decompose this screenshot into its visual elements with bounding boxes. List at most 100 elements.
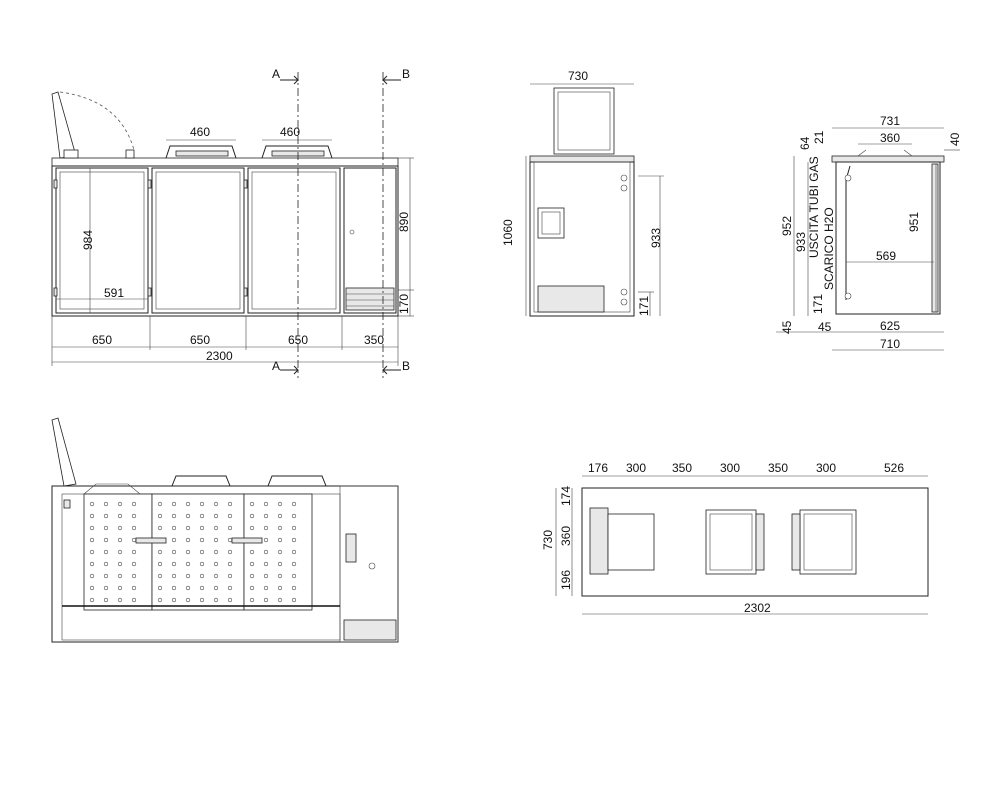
perforation-hole: [213, 573, 219, 579]
perforation-hole: [277, 549, 283, 555]
perforation-hole: [103, 537, 109, 543]
perforation-hole: [117, 513, 123, 519]
open-lid: [51, 91, 77, 159]
perforation-hole: [171, 597, 177, 603]
section-a-view: 730 1060 933 171: [501, 69, 664, 317]
perforation-hole: [213, 549, 219, 555]
perforation-hole: [263, 597, 269, 603]
perforation-hole: [213, 513, 219, 519]
perforation-hole: [131, 537, 137, 543]
control-box: [345, 533, 357, 563]
perforation-hole: [117, 585, 123, 591]
section-a-drawer: [537, 285, 605, 313]
plan-dim-top-6: 300: [816, 461, 836, 475]
perforation-hole: [117, 561, 123, 567]
plan-view: 176 300 350 300 350 300 526 730 174 360 …: [541, 461, 929, 615]
dim-height-base: 170: [397, 294, 411, 314]
perforation-hole: [277, 585, 283, 591]
plan-dim-left-total: 730: [541, 530, 555, 550]
perforation-hole: [227, 537, 233, 543]
perforation-hole: [213, 561, 219, 567]
perforation-hole: [291, 525, 297, 531]
top-hatch-2: [261, 145, 333, 159]
sec-b-dim-952: 952: [780, 216, 794, 236]
plan-dim-top-2: 300: [626, 461, 646, 475]
perforation-hole: [131, 597, 137, 603]
perforation-hole: [171, 513, 177, 519]
perforation-hole: [89, 549, 95, 555]
perforation-hole: [199, 573, 205, 579]
perforation-hole: [89, 561, 95, 567]
section-label-a-bottom: A: [272, 359, 280, 373]
perforation-hole: [263, 573, 269, 579]
plan-dim-top-4: 300: [720, 461, 740, 475]
perforation-hole: [249, 597, 255, 603]
perforation-hole: [103, 561, 109, 567]
section-b-top: [831, 155, 945, 163]
perforation-hole: [131, 561, 137, 567]
perforation-hole: [263, 525, 269, 531]
perforation-hole: [249, 561, 255, 567]
plan-dim-top-7: 526: [884, 461, 904, 475]
plan-cutout-2: [705, 509, 757, 575]
perforation-hole: [157, 549, 163, 555]
top-hatch-1: [165, 145, 237, 159]
perforation-hole: [103, 573, 109, 579]
perforation-hole: [157, 525, 163, 531]
perforation-hole: [185, 573, 191, 579]
plan-dim-left-196: 196: [559, 570, 573, 590]
perforation-hole: [171, 573, 177, 579]
plan-outline: [581, 487, 929, 597]
section-b-body: [835, 161, 941, 315]
front-top-slab: [51, 157, 399, 167]
perforation-hole: [171, 501, 177, 507]
perforation-hole: [131, 501, 137, 507]
perforation-hole: [227, 549, 233, 555]
perforation-hole: [227, 501, 233, 507]
perforation-hole: [103, 549, 109, 555]
perforation-hole: [131, 525, 137, 531]
perforation-hole: [213, 597, 219, 603]
sec-b-dim-top-inner: 360: [880, 131, 900, 145]
perforation-hole: [131, 585, 137, 591]
door-panel-2: [151, 167, 245, 314]
door-panel-3: [247, 167, 341, 314]
perforation-hole: [291, 573, 297, 579]
perforation-hole: [157, 561, 163, 567]
perforation-hole: [185, 525, 191, 531]
sec-a-dim-height: 1060: [501, 219, 515, 246]
perforation-hole: [131, 513, 137, 519]
perforation-hole: [263, 513, 269, 519]
perforation-hole: [185, 549, 191, 555]
perforation-hole: [277, 597, 283, 603]
perforation-hole: [157, 585, 163, 591]
sec-b-dim-40: 40: [948, 132, 962, 146]
side-compartment: [343, 167, 397, 314]
perforation-hole: [103, 513, 109, 519]
sec-b-dim-64: 64: [798, 136, 812, 150]
perforation-hole: [249, 573, 255, 579]
perforation-hole: [213, 525, 219, 531]
perforation-hole: [263, 549, 269, 555]
dim-top-left: 460: [190, 125, 210, 139]
perforation-hole: [185, 561, 191, 567]
dim-bottom-4: 350: [364, 333, 384, 347]
perforation-hole: [213, 537, 219, 543]
perforation-hole: [277, 513, 283, 519]
sec-b-dim-45-a: 45: [780, 320, 794, 334]
section-label-a-top: A: [272, 67, 280, 81]
open-view: [51, 417, 399, 643]
lid-swing-arc: [59, 91, 135, 151]
perforation-hole: [227, 525, 233, 531]
perforation-hole: [291, 537, 297, 543]
plan-dim-top-3: 350: [672, 461, 692, 475]
perforation-hole: [263, 501, 269, 507]
section-label-b-bottom: B: [402, 359, 410, 373]
perforation-hole: [185, 597, 191, 603]
section-a-panel: [537, 207, 565, 239]
sec-a-dim-width: 730: [568, 69, 588, 83]
perforation-hole: [263, 537, 269, 543]
perforation-hole: [171, 549, 177, 555]
perforation-hole: [291, 561, 297, 567]
open-view-lid: [51, 417, 77, 487]
